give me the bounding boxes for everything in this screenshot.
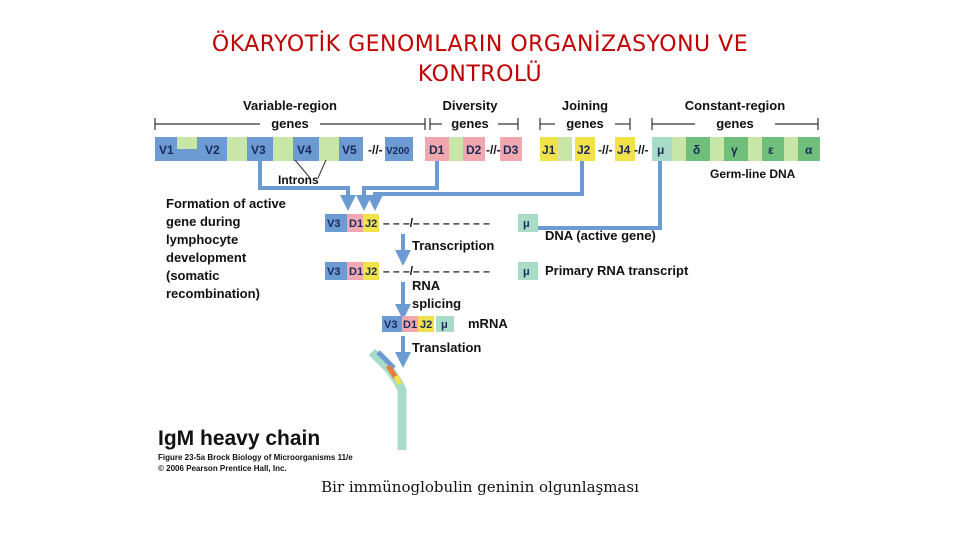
seg-gamma: γ [731, 143, 738, 157]
introns-label: Introns [278, 173, 319, 187]
seg-j2: J2 [577, 143, 591, 157]
svg-text:(somatic: (somatic [166, 268, 219, 283]
region-brackets [154, 118, 819, 130]
svg-text:– – –/– – – – – – – –: – – –/– – – – – – – – [383, 264, 490, 278]
igm-heavy-chain-drawing [368, 348, 407, 450]
rna-splicing-label-2: splicing [412, 296, 461, 311]
seg-mu: μ [657, 143, 664, 157]
svg-text:D1: D1 [403, 319, 417, 331]
credit-line-1: Figure 23-5a Brock Biology of Microorgan… [158, 453, 353, 462]
slide-title-line2: KONTROLÜ [417, 62, 543, 87]
variable-region-genes: genes [271, 116, 309, 131]
slide-title-line1: ÖKARYOTİK GENOMLARIN ORGANİZASYONU VE [211, 32, 749, 57]
seg-v3: V3 [251, 143, 266, 157]
translation-label: Translation [412, 340, 481, 355]
svg-text:Formation of active: Formation of active [166, 196, 286, 211]
rna-splicing-label-1: RNA [412, 278, 441, 293]
mrna: V3 D1 J2 μ [382, 316, 454, 332]
svg-text:-//-: -//- [634, 143, 649, 157]
immunoglobulin-gene-diagram: Variable-region genes Diversity genes Jo… [154, 98, 820, 473]
formation-label: Formation of active gene during lymphocy… [166, 196, 286, 301]
seg-epsilon: ε [768, 143, 774, 157]
svg-text:J2: J2 [365, 218, 377, 230]
seg-delta: δ [693, 143, 700, 157]
joining-label: Joining [562, 98, 608, 113]
svg-text:V3: V3 [327, 218, 340, 230]
svg-text:-//-: -//- [368, 143, 383, 157]
recombination-arrows [258, 161, 662, 230]
igm-heavy-chain-label: IgM heavy chain [158, 427, 320, 450]
seg-d2: D2 [466, 143, 482, 157]
seg-d1: D1 [429, 143, 445, 157]
svg-text:V3: V3 [384, 319, 397, 331]
diversity-genes: genes [451, 116, 489, 131]
mrna-label: mRNA [468, 316, 508, 331]
joining-genes: genes [566, 116, 604, 131]
constant-region-genes: genes [716, 116, 754, 131]
svg-text:J2: J2 [365, 266, 377, 278]
svg-text:-//-: -//- [598, 143, 613, 157]
seg-alpha: α [805, 143, 813, 157]
seg-v1: V1 [159, 143, 174, 157]
svg-text:J2: J2 [420, 319, 432, 331]
svg-text:-//-: -//- [486, 143, 501, 157]
dna-active-label: DNA (active gene) [545, 228, 656, 243]
svg-text:lymphocyte: lymphocyte [166, 232, 238, 247]
primary-rna-label: Primary RNA transcript [545, 263, 689, 278]
slide-caption: Bir immünoglobulin geninin olgunlaşması [321, 478, 639, 496]
credit-line-2: © 2006 Pearson Prentice Hall, Inc. [158, 464, 287, 473]
svg-text:V3: V3 [327, 266, 340, 278]
svg-text:development: development [166, 250, 247, 265]
seg-v5: V5 [342, 143, 357, 157]
constant-region-label: Constant-region [685, 98, 785, 113]
svg-text:D1: D1 [349, 266, 363, 278]
germline-dna-label: Germ-line DNA [710, 167, 796, 181]
svg-text:μ: μ [523, 266, 530, 278]
svg-text:recombination): recombination) [166, 286, 260, 301]
variable-region-label: Variable-region [243, 98, 337, 113]
svg-text:– – –/– – – – – – – –: – – –/– – – – – – – – [383, 216, 490, 230]
diversity-label: Diversity [443, 98, 499, 113]
seg-j4: J4 [617, 143, 631, 157]
transcription-label: Transcription [412, 238, 494, 253]
germline-dna-row: -//- -//- -//- -//- [155, 137, 820, 161]
svg-text:D1: D1 [349, 218, 363, 230]
seg-d3: D3 [503, 143, 519, 157]
svg-text:gene during: gene during [166, 214, 240, 229]
seg-v4: V4 [297, 143, 312, 157]
seg-v200: V200 [386, 146, 410, 157]
slide-title: ÖKARYOTİK GENOMLARIN ORGANİZASYONU VE KO… [100, 30, 860, 90]
seg-v2: V2 [205, 143, 220, 157]
svg-text:μ: μ [523, 218, 530, 230]
seg-j1: J1 [542, 143, 556, 157]
svg-text:μ: μ [441, 319, 448, 331]
